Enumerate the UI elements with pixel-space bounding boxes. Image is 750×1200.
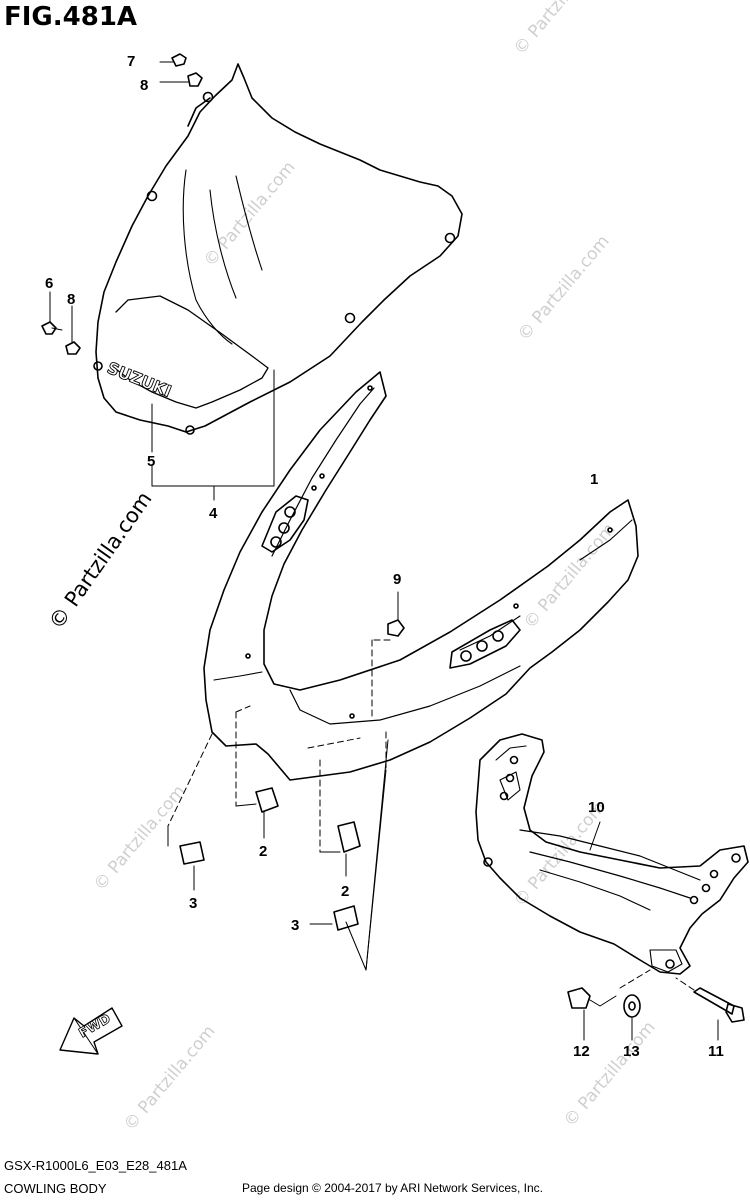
pad-2-b [337, 821, 361, 853]
pad-2-a [255, 787, 279, 813]
callout-1: 1 [590, 471, 598, 488]
nut-8-top [159, 72, 203, 87]
nut-9 [371, 591, 405, 721]
callout-7: 7 [127, 53, 135, 70]
windscreen-part: SUZUKI [93, 63, 463, 435]
callout-9: 9 [393, 571, 401, 588]
figure-name: COWLING BODY [4, 1181, 107, 1196]
bracket-part [475, 733, 749, 975]
callout-3-b: 3 [291, 917, 299, 934]
callout-8-left: 8 [67, 291, 75, 308]
bolt-11 [675, 977, 745, 1041]
screw-6 [41, 291, 63, 335]
suzuki-logo: SUZUKI [105, 358, 175, 401]
nut-8-left [65, 305, 81, 355]
callout-6: 6 [45, 275, 53, 292]
figure-code: GSX-R1000L6_E03_E28_481A [4, 1158, 187, 1173]
dashed-leaders [167, 705, 389, 971]
callout-11: 11 [708, 1043, 724, 1060]
callout-8-top: 8 [140, 77, 148, 94]
pad-3-a [179, 841, 205, 865]
washer-13 [619, 969, 651, 1041]
callout-13: 13 [623, 1043, 640, 1060]
fwd-arrow-icon: FWD [59, 1007, 123, 1055]
pad-3-b [333, 905, 359, 931]
callout-2-b: 2 [341, 883, 349, 900]
callout-10: 10 [588, 799, 605, 816]
callout-5: 5 [147, 453, 155, 470]
callout-4: 4 [209, 505, 218, 522]
callout-3-a: 3 [189, 895, 197, 912]
callout-2-a: 2 [259, 843, 267, 860]
callout-12: 12 [573, 1043, 590, 1060]
cowling-body-part [203, 371, 639, 781]
copyright-credit: Page design © 2004-2017 by ARI Network S… [242, 1181, 544, 1195]
grommet-12 [567, 987, 617, 1041]
screw-7 [159, 53, 187, 67]
figure-title: FIG.481A [4, 2, 138, 32]
